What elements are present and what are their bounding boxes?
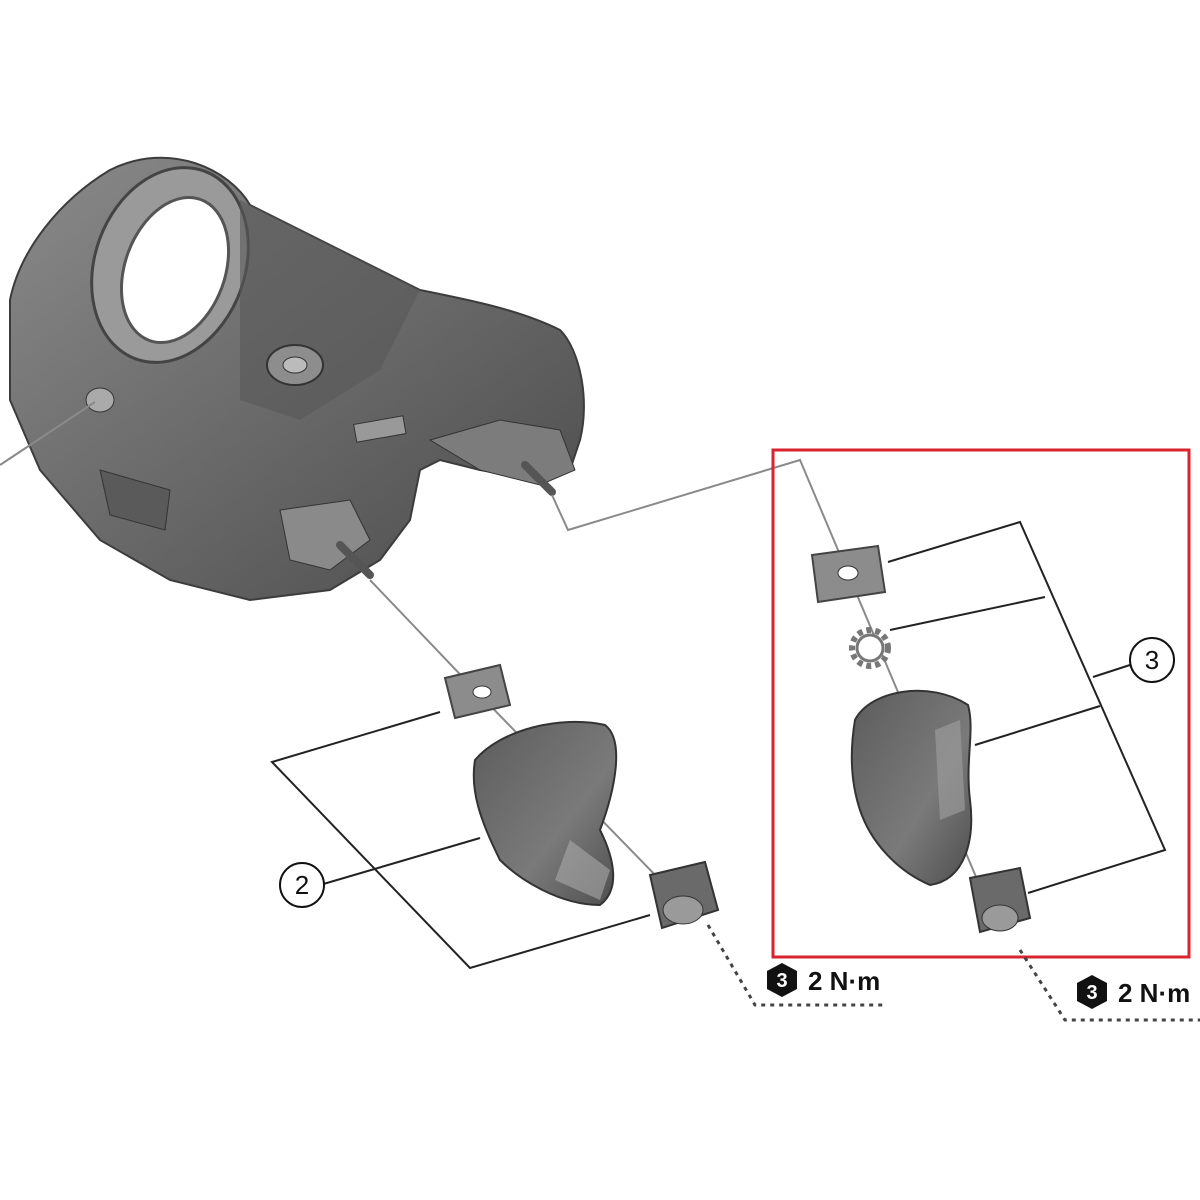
torque-value: 2 N·m xyxy=(1118,978,1190,1008)
right-bracket-line xyxy=(887,520,1167,894)
hex-key-icon xyxy=(767,963,797,997)
hex-key-size: 3 xyxy=(1086,982,1097,1004)
hex-key-size: 3 xyxy=(776,970,787,992)
highlight-box xyxy=(771,448,1191,959)
star-washer xyxy=(849,627,891,669)
left-lever-assembly xyxy=(270,663,720,970)
torque-spec-right: 3 2 N·m xyxy=(1018,949,1200,1022)
right-lever-assembly xyxy=(810,520,1167,934)
left-bracket-line xyxy=(270,711,651,970)
callout-3: 3 xyxy=(1129,637,1175,683)
callout-2: 2 xyxy=(279,862,325,908)
callout-3-number: 3 xyxy=(1145,645,1159,675)
shifter-body xyxy=(9,156,585,602)
hex-key-icon xyxy=(1077,975,1107,1009)
callout-2-number: 2 xyxy=(295,870,309,900)
torque-spec-left: 3 2 N·m xyxy=(706,924,885,1007)
torque-value: 2 N·m xyxy=(808,966,880,996)
